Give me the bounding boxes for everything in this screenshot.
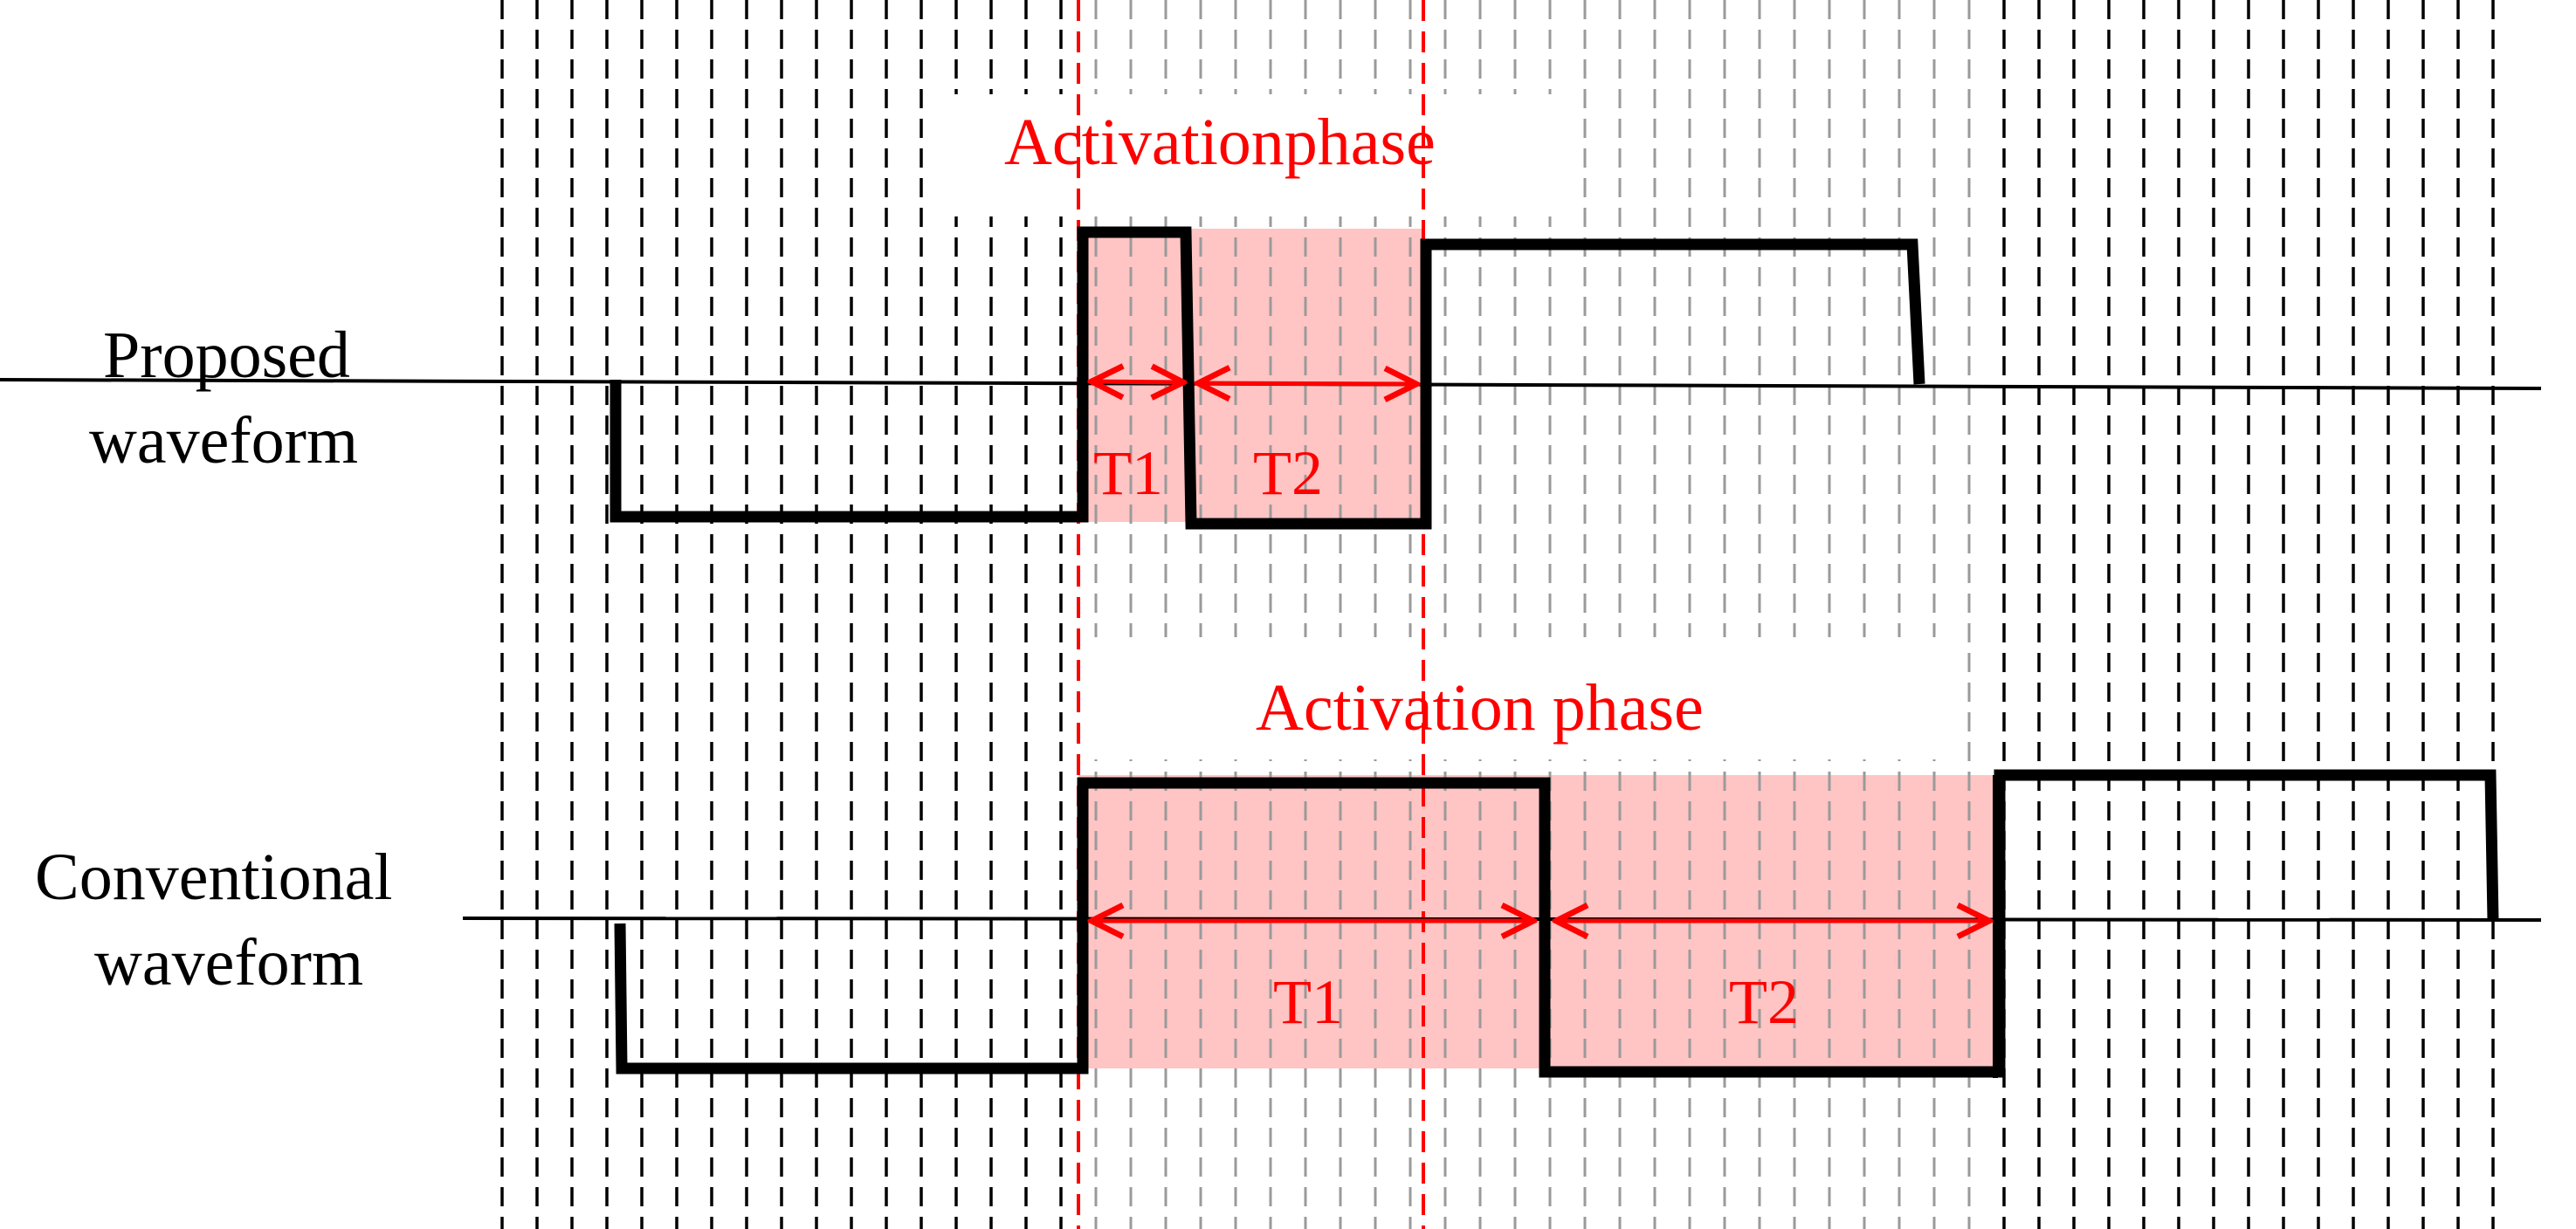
proposed-waveform [610,226,1925,530]
conventional-waveform [614,769,2499,1078]
proposed-label-line1: Proposed [103,319,350,392]
conventional-t1-label: T1 [1273,967,1343,1037]
conventional-label-line2: waveform [94,926,363,999]
proposed-t1-arrow [1092,381,1183,382]
proposed-t2-label: T2 [1253,438,1323,508]
activation-phase-title-bottom: Activation phase [1256,671,1704,745]
activation-phase-title-top: Activationphase [1004,106,1436,179]
conventional-label-line1: Conventional [35,841,393,914]
proposed-t1-label: T1 [1093,438,1163,508]
proposed-t2-arrow [1198,383,1416,384]
activation-label-mask-top [952,94,1581,216]
proposed-label-line2: waveform [89,404,358,477]
activation-label-mask-bottom [1083,637,1956,759]
vertical-grid-lines [500,0,2495,1229]
conventional-t2-label: T2 [1729,967,1799,1037]
